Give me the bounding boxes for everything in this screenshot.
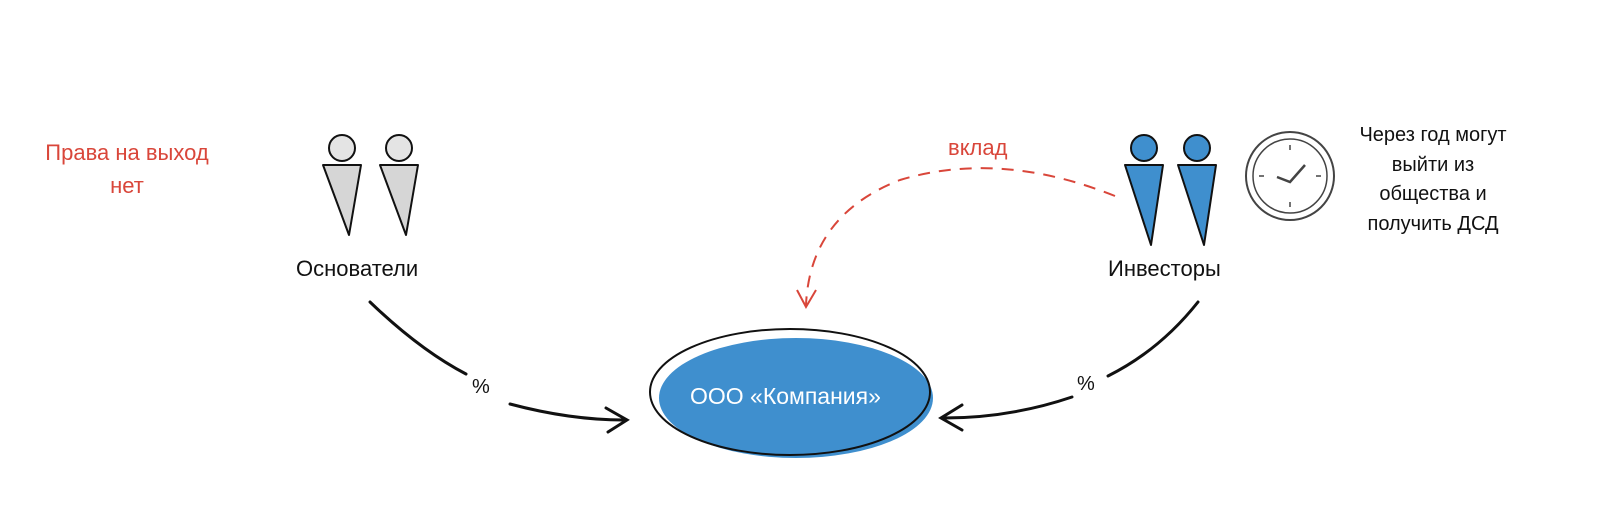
investors-note: Через год могут выйти из общества и полу…	[1338, 121, 1528, 239]
note-line: получить ДСД	[1367, 212, 1499, 235]
note-line: общества и	[1379, 183, 1487, 205]
contribution-dashed-arrow	[805, 167, 1116, 306]
exit-note-line: нет	[110, 173, 144, 198]
investors-arrow-lower	[942, 395, 1074, 420]
founder-figure-2	[379, 134, 419, 236]
founders-arrow-lower	[508, 402, 626, 422]
company-ellipse	[649, 328, 933, 458]
investor-figure-1	[1124, 134, 1164, 246]
contribution-arrowhead	[796, 289, 817, 310]
investors-arrow-upper	[1106, 300, 1200, 378]
clock-icon	[1245, 131, 1335, 221]
note-line: выйти из	[1391, 153, 1475, 176]
investors-arrowhead	[938, 403, 964, 432]
contribution-label: вклад	[948, 135, 1008, 160]
founders-share-label: %	[472, 376, 490, 398]
investors-share-label: %	[1077, 373, 1095, 395]
exit-note-line: Права на выход	[45, 140, 209, 165]
founders-arrowhead	[604, 406, 630, 434]
founder-figure-1	[322, 134, 362, 236]
founders-arrow-upper	[368, 300, 468, 376]
investors-label: Инвесторы	[1108, 256, 1221, 281]
note-line: Через год могут	[1359, 124, 1507, 146]
founders-label: Основатели	[296, 256, 419, 281]
company-label: ООО «Компания»	[690, 383, 881, 409]
investor-figure-2	[1177, 134, 1217, 246]
founders-exit-note: Права на выход нет	[27, 136, 227, 202]
